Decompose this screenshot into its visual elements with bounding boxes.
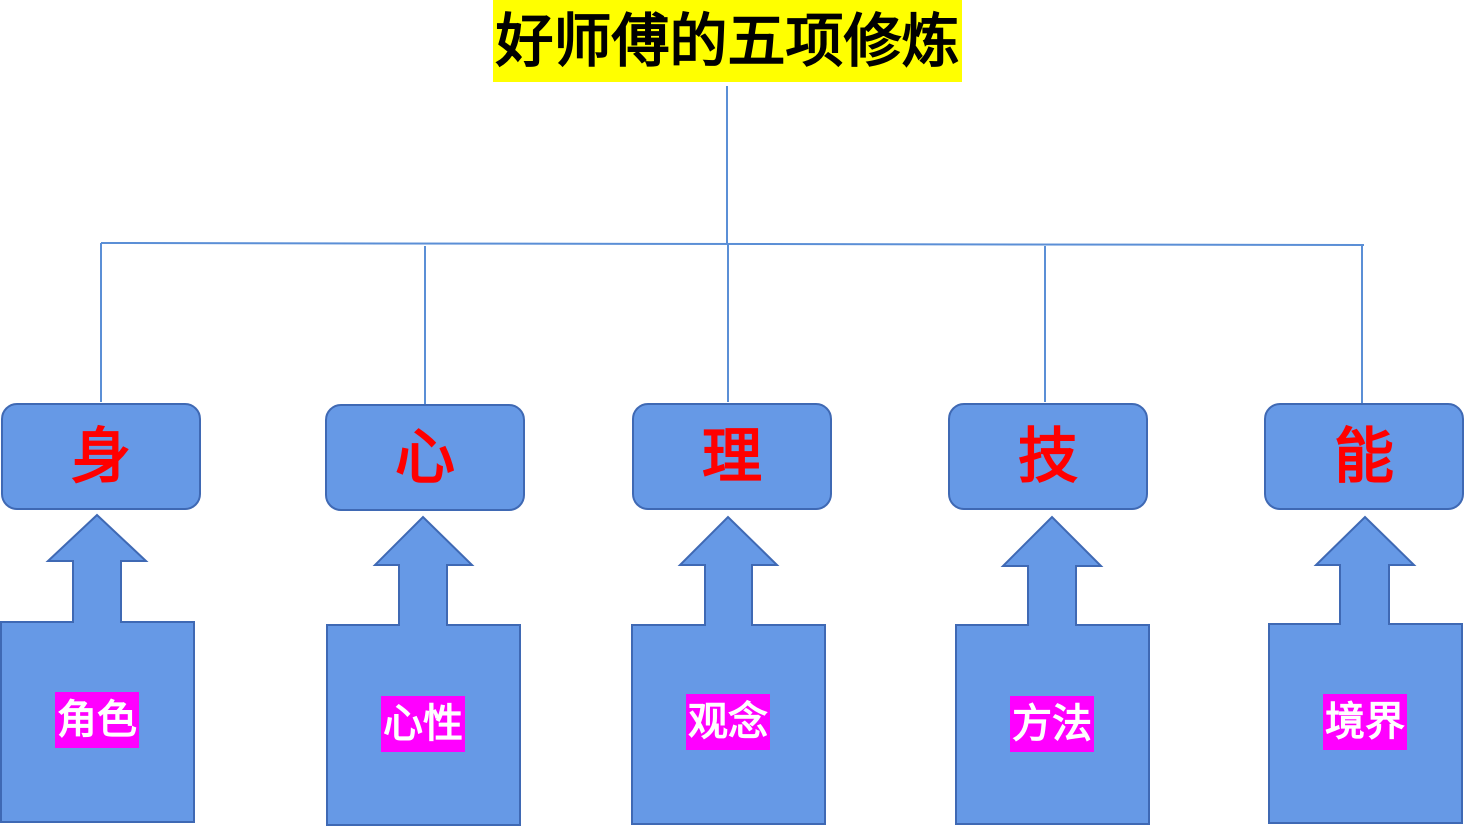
category-label: 技 [1018, 421, 1078, 492]
up-arrow-callout-li [631, 515, 826, 825]
category-box-shen: 身 [1, 403, 201, 510]
practice-label-jingjie: 境界 [1323, 694, 1407, 750]
up-arrow-callout-ji [955, 515, 1150, 825]
category-label: 身 [71, 421, 131, 492]
practice-label-xinxing: 心性 [381, 696, 465, 752]
up-arrow-callout-neng [1268, 515, 1463, 824]
horizontal-bus-line [100, 242, 1365, 246]
practice-label-guannian: 观念 [686, 694, 770, 750]
category-box-ji: 技 [948, 403, 1148, 510]
category-box-xin: 心 [325, 404, 525, 511]
up-arrow-callout-xin [326, 515, 521, 826]
practice-label-juese: 角色 [55, 692, 139, 748]
category-box-li: 理 [632, 403, 832, 510]
category-label: 理 [702, 421, 762, 492]
category-box-neng: 能 [1264, 403, 1464, 510]
up-arrow-callout-shen [0, 513, 195, 823]
category-label: 能 [1334, 421, 1394, 492]
practice-label-fangfa: 方法 [1010, 696, 1094, 752]
category-label: 心 [395, 422, 455, 493]
diagram-title: 好师傅的五项修炼 [493, 0, 962, 82]
